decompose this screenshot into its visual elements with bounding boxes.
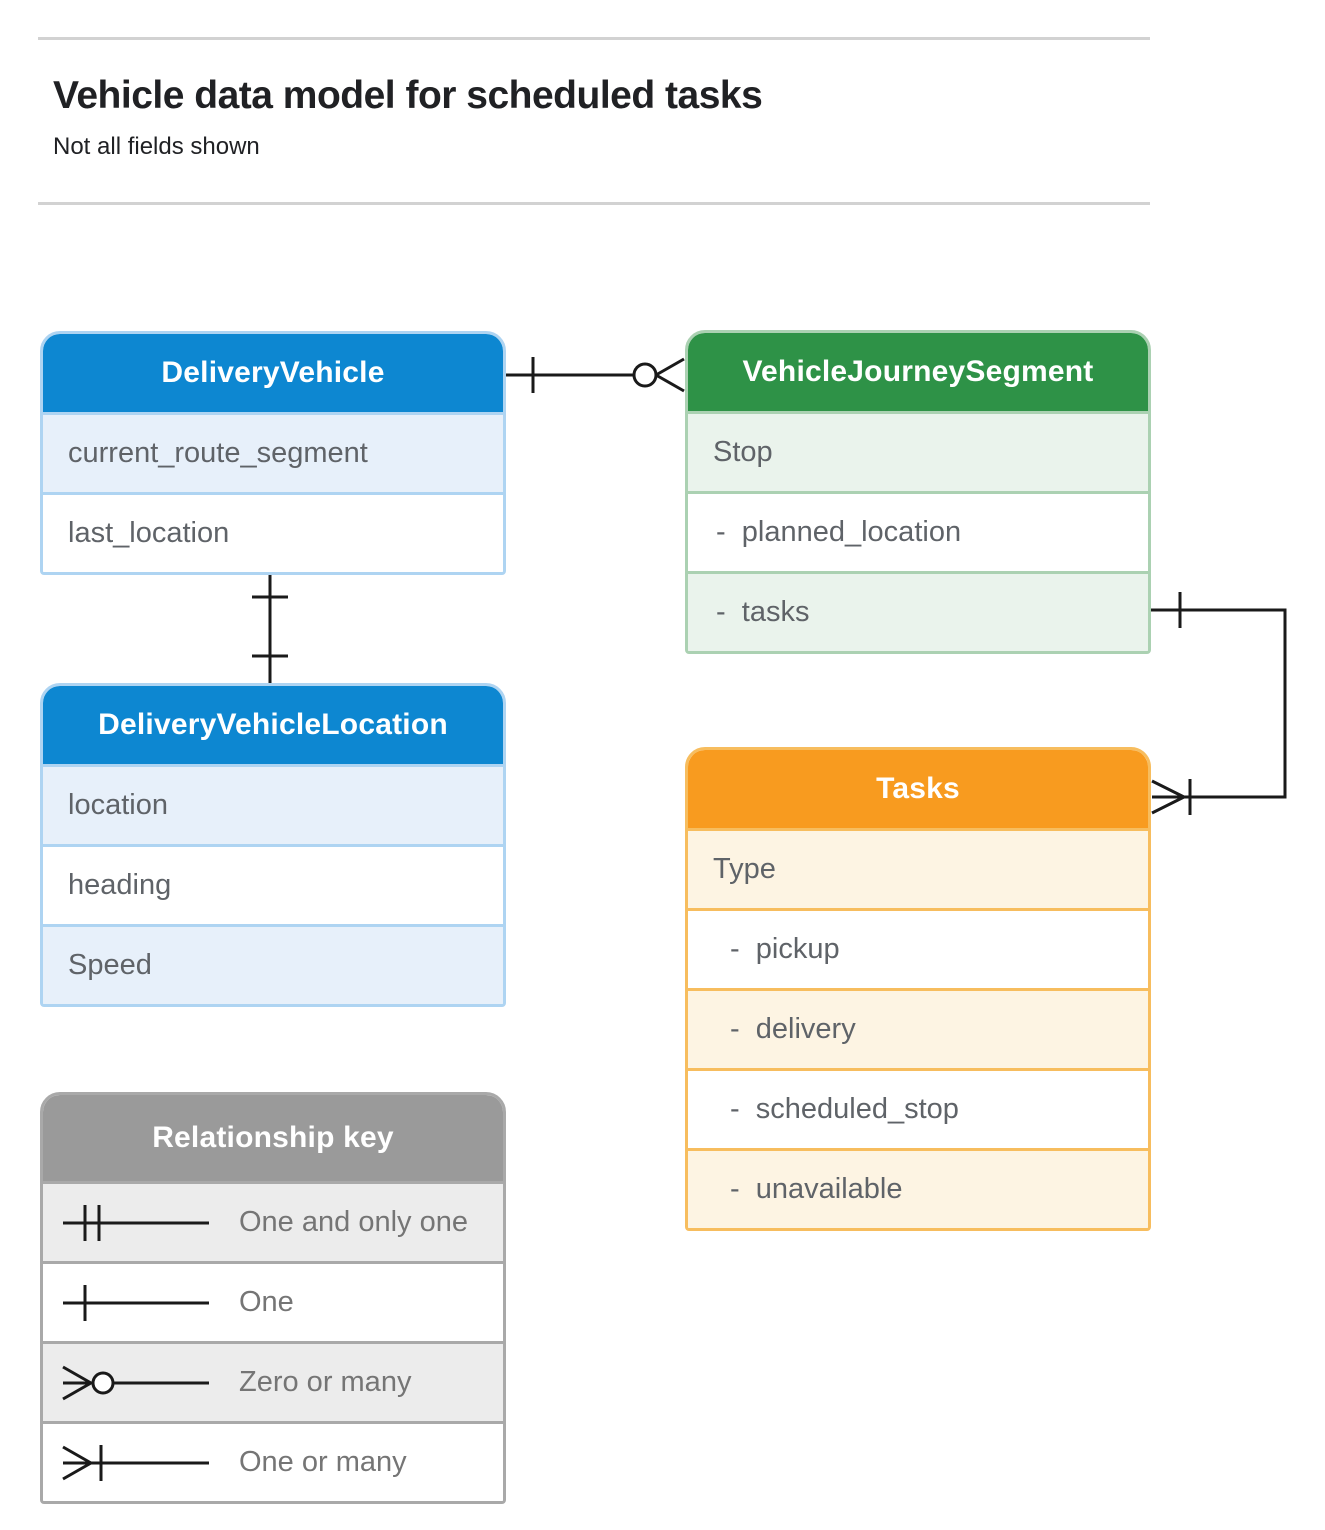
one-and-only-one-symbol (63, 1204, 209, 1241)
field-row: - planned_location (688, 491, 1148, 571)
field-row: - tasks (688, 571, 1148, 651)
relationship-key-title: Relationship key (43, 1095, 503, 1181)
page-title: Vehicle data model for scheduled tasks (53, 74, 763, 117)
field-row: - pickup (688, 908, 1148, 988)
field-row: Stop (688, 411, 1148, 491)
legend-item: Zero or many (43, 1341, 503, 1421)
entity-title: VehicleJourneySegment (688, 333, 1148, 411)
connector-vehiclejourneysegment-tasks (1151, 592, 1285, 815)
entity-title: DeliveryVehicleLocation (43, 686, 503, 764)
entity-delivery-vehicle: DeliveryVehicle current_route_segment la… (40, 331, 506, 575)
connector-deliveryvehicle-deliveryvehiclelocation (252, 569, 288, 683)
zero-or-many-symbol (62, 1365, 209, 1400)
one-symbol (63, 1284, 209, 1321)
connector-deliveryvehicle-vehiclejourneysegment (506, 357, 684, 393)
entity-title: Tasks (688, 750, 1148, 828)
legend-item: One (43, 1261, 503, 1341)
field-row: heading (43, 844, 503, 924)
top-divider (38, 37, 1150, 40)
field-row: current_route_segment (43, 412, 503, 492)
legend-label: One and only one (239, 1206, 468, 1238)
legend-label: One (239, 1286, 294, 1318)
entity-title: DeliveryVehicle (43, 334, 503, 412)
legend-item: One and only one (43, 1181, 503, 1261)
field-row: Speed (43, 924, 503, 1004)
header-divider (38, 202, 1150, 205)
field-row: - scheduled_stop (688, 1068, 1148, 1148)
field-row: - delivery (688, 988, 1148, 1068)
field-row: Type (688, 828, 1148, 908)
zero-or-many-marker (634, 359, 684, 391)
entity-delivery-vehicle-location: DeliveryVehicleLocation location heading… (40, 683, 506, 1007)
one-or-many-symbol (62, 1444, 209, 1481)
page-subtitle: Not all fields shown (53, 133, 260, 160)
relationship-key: Relationship key One and only one One (40, 1092, 506, 1504)
legend-label: Zero or many (239, 1366, 412, 1398)
field-row: last_location (43, 492, 503, 572)
field-row: location (43, 764, 503, 844)
legend-item: One or many (43, 1421, 503, 1501)
one-or-many-marker (1152, 779, 1190, 815)
entity-tasks: Tasks Type - pickup - delivery - schedul… (685, 747, 1151, 1231)
field-row: - unavailable (688, 1148, 1148, 1228)
entity-vehicle-journey-segment: VehicleJourneySegment Stop - planned_loc… (685, 330, 1151, 654)
legend-label: One or many (239, 1446, 407, 1478)
